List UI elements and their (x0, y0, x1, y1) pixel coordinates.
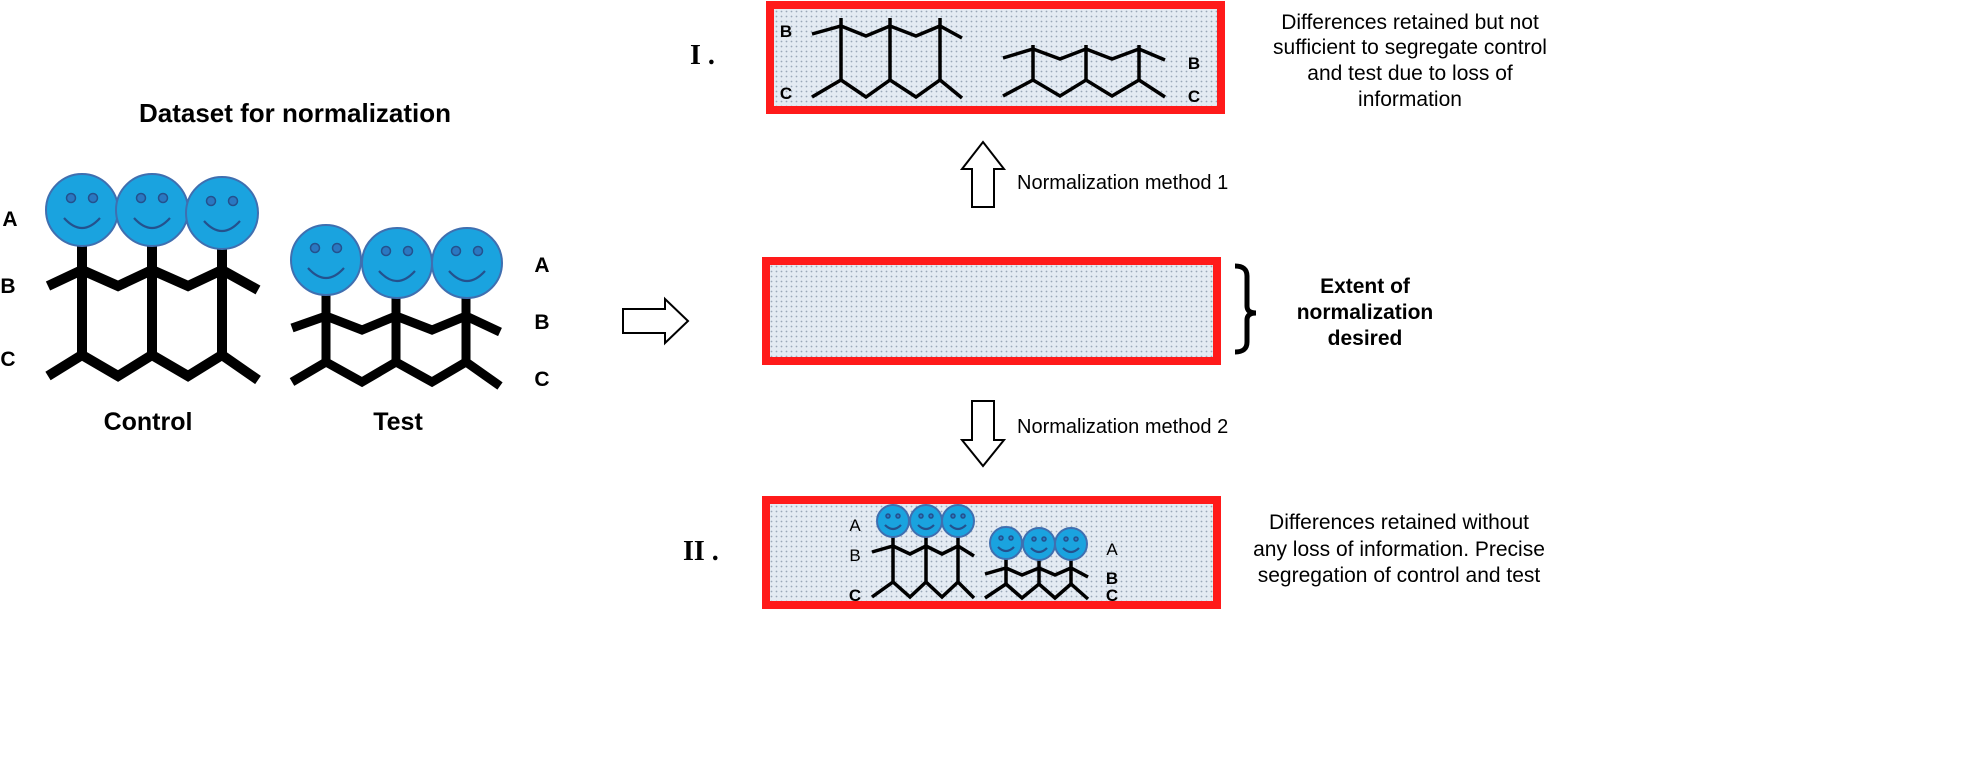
svg-text:normalization: normalization (1297, 301, 1434, 324)
desired-extent-box (762, 257, 1221, 365)
dataset-title: Dataset for normalization (139, 98, 451, 128)
test-face-2 (361, 227, 433, 299)
test-letter-b: B (534, 311, 549, 334)
svg-text:any loss of information. Preci: any loss of information. Precise (1253, 538, 1545, 561)
case-one-letter-b-right: B (1188, 54, 1200, 73)
right-arrow-icon (622, 296, 690, 346)
case-two-letter-c-left: C (849, 586, 861, 605)
case-two-figures (870, 504, 1090, 601)
case-one-letter-c-right: C (1188, 87, 1200, 106)
method-two-label: Normalization method 2 (1017, 416, 1228, 438)
case-one-letter-c-left: C (780, 84, 792, 103)
up-arrow-icon (959, 140, 1007, 208)
case-two-letter-a-left: A (849, 516, 861, 535)
case-one-description: Differences retained but not sufficient … (1273, 11, 1547, 111)
svg-text:Differences retained without: Differences retained without (1269, 511, 1529, 534)
control-label: Control (104, 408, 193, 436)
method-one-label: Normalization method 1 (1017, 172, 1228, 194)
svg-text:Differences retained but not: Differences retained but not (1281, 11, 1539, 34)
test-letter-a: A (534, 254, 549, 277)
down-arrow-icon (959, 400, 1007, 468)
case-two-test-faces (989, 526, 1088, 561)
svg-text:sufficient to segregate contro: sufficient to segregate control (1273, 36, 1547, 59)
case-two-description: Differences retained without any loss of… (1253, 511, 1545, 587)
case-one-skeletons (811, 18, 1166, 100)
control-letter-a: A (2, 208, 17, 231)
svg-text:information: information (1358, 88, 1462, 111)
case-two-letter-b-right: B (1106, 569, 1118, 588)
case-two-control-faces (876, 504, 975, 538)
case-two-box (762, 496, 1221, 609)
case-one-numeral: I . (690, 40, 715, 71)
svg-text:and test due to loss of: and test due to loss of (1307, 62, 1513, 85)
case-two-letter-b-left: B (849, 546, 860, 565)
control-letter-b: B (0, 275, 15, 298)
test-letter-c: C (534, 368, 549, 391)
control-letter-c: C (0, 348, 15, 371)
desired-extent-label: Extent of normalization desired (1297, 275, 1434, 350)
case-two-letter-a-right: A (1106, 540, 1118, 559)
svg-text:desired: desired (1328, 327, 1403, 350)
case-two-numeral: II . (683, 536, 719, 567)
case-one-letter-b-left: B (780, 22, 792, 41)
test-figures (289, 224, 503, 390)
case-one-box (766, 1, 1225, 114)
control-figures (45, 173, 261, 385)
test-face-1 (290, 224, 362, 296)
case-two-letter-c-right: C (1106, 586, 1118, 605)
svg-text:segregation of control and tes: segregation of control and test (1258, 564, 1541, 587)
control-face-1 (45, 173, 119, 247)
svg-text:Extent of: Extent of (1320, 275, 1411, 298)
test-face-3 (431, 227, 503, 299)
control-face-2 (115, 173, 189, 247)
control-face-3 (185, 176, 259, 250)
test-label: Test (373, 408, 423, 436)
curly-brace-icon (1234, 263, 1257, 355)
